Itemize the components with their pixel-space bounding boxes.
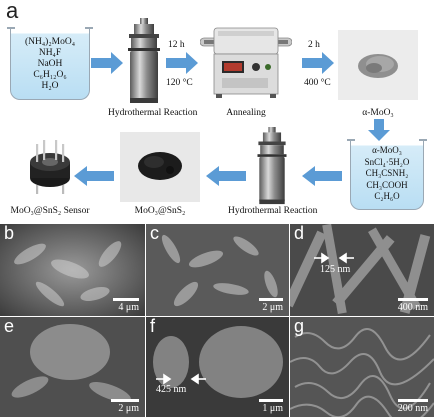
beaker1-line: (NH₄)₂MoO₄ (24, 37, 76, 47)
arrow2-time-label: 2 h (308, 40, 320, 50)
arrow-to-moo3 (302, 52, 334, 74)
moo3-powder-photo (338, 30, 418, 100)
micrograph-d: d 125 nm 400 nm (290, 224, 434, 316)
scale-bar: 4 μm (113, 298, 139, 313)
width-annotation: 425 nm (156, 384, 187, 395)
arrow-to-furnace (166, 52, 198, 74)
beaker1-line: NH₄F (38, 48, 62, 58)
scale-bar: 200 nm (398, 399, 428, 414)
micrograph-letter: d (294, 224, 305, 243)
arrow-down-to-beaker2 (368, 119, 390, 141)
micrograph-b: b 4 μm (0, 224, 145, 316)
beaker2-line: C₂H₆O (374, 191, 400, 201)
arrow-to-sensor (74, 166, 114, 186)
micrograph-letter: c (150, 224, 159, 243)
micrograph-g: g 200 nm (290, 317, 434, 417)
autoclave-icon (128, 18, 160, 103)
arrow2-temp-label: 400 °C (304, 78, 331, 88)
scale-bar: 2 μm (111, 399, 139, 414)
scale-bar: 2 μm (259, 298, 283, 313)
caption-hydrothermal-1: Hydrothermal Reaction (108, 108, 198, 118)
caption-hydrothermal-2: Hydrothermal Reaction (228, 206, 318, 216)
caption-product: MoO₃@SnS₂ (134, 206, 186, 216)
beaker2-line: α-MoO₃ (372, 145, 402, 155)
beaker2-line: SnCl₄·5H₂O (364, 156, 410, 167)
micrograph-letter: e (4, 317, 15, 336)
beaker2-line: CH₃COOH (366, 179, 408, 190)
micrograph-letter: g (294, 317, 305, 336)
tube-furnace-icon (200, 27, 292, 98)
autoclave-icon-2 (257, 127, 287, 205)
width-annotation: 125 nm (320, 264, 351, 275)
beaker1-line: C₆H₁₂O₆ (33, 70, 67, 80)
micrograph-c: c 2 μm (146, 224, 289, 316)
micrograph-letter: b (4, 224, 15, 243)
caption-moo3: α-MoO₃ (362, 108, 394, 118)
scale-bar: 400 nm (398, 298, 428, 313)
caption-annealing: Annealing (226, 108, 266, 118)
arrow-to-autoclave-2 (302, 166, 342, 186)
micrograph-e: e 2 μm (0, 317, 145, 417)
arrow-to-product (206, 166, 246, 186)
beaker1-line: H₂O (41, 81, 59, 91)
caption-sensor: MoO₃@SnS₂ Sensor (10, 206, 90, 216)
beaker2-line: CH₃CSNH₂ (365, 168, 409, 178)
tin-precursor-beaker: α-MoO₃ SnCl₄·5H₂O CH₃CSNH₂ CH₃COOH C₂H₆O (347, 139, 427, 210)
arrow1-time-label: 12 h (168, 40, 185, 50)
arrow-to-autoclave (91, 52, 123, 74)
beaker1-line: NaOH (37, 59, 63, 69)
micrograph-letter: f (150, 317, 156, 336)
product-powder-photo (120, 132, 200, 202)
panel-label-a: a (6, 0, 19, 23)
gas-sensor-icon (30, 140, 70, 194)
arrow1-temp-label: 120 °C (166, 78, 193, 88)
scale-bar: 1 μm (259, 399, 283, 414)
micrograph-f: f 425 nm 1 μm (146, 317, 289, 417)
precursor-beaker: (NH₄)₂MoO₄ NH₄F NaOH C₆H₁₂O₆ H₂O (7, 27, 93, 100)
